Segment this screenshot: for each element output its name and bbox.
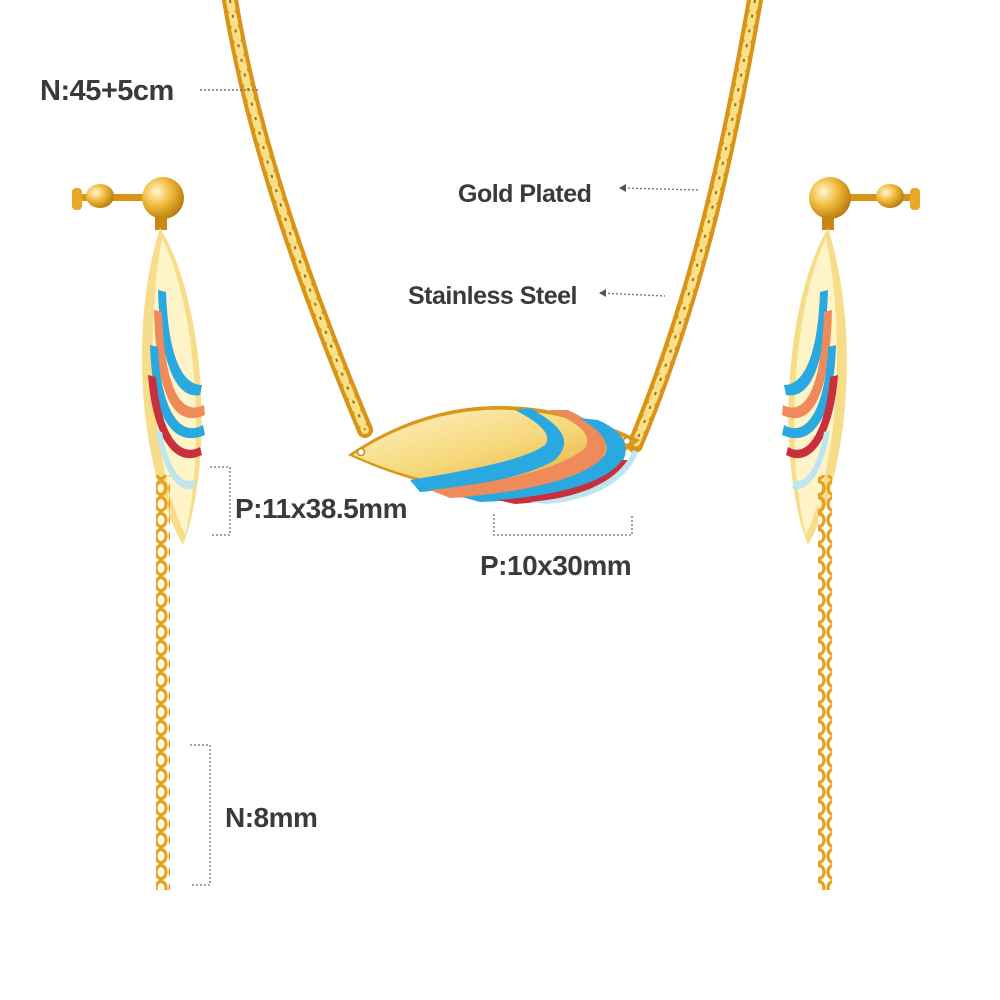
necklace xyxy=(222,0,763,504)
necklace-chain-right xyxy=(627,0,763,453)
necklace-pendant-size-label: P:10x30mm xyxy=(480,550,631,581)
necklace-pendant xyxy=(348,405,640,504)
earring-right-chain xyxy=(818,475,832,890)
earring-pendant-size-label: P:11x38.5mm xyxy=(235,493,407,524)
plating-label: Gold Plated xyxy=(458,180,591,208)
earring-chain-bracket xyxy=(190,744,211,886)
plating-leader xyxy=(619,187,701,191)
earring-left xyxy=(72,177,205,890)
material-leader xyxy=(599,292,666,297)
necklace-length-label: N:45+5cm xyxy=(40,75,174,107)
earring-pendant-bracket xyxy=(210,466,231,536)
earring-chain-length-label: N:8mm xyxy=(225,802,317,833)
necklace-pendant-bracket xyxy=(493,514,633,536)
material-label: Stainless Steel xyxy=(408,282,577,310)
earring-right xyxy=(782,177,920,890)
earring-left-chain xyxy=(156,475,170,890)
necklace-chain-left xyxy=(222,0,373,438)
